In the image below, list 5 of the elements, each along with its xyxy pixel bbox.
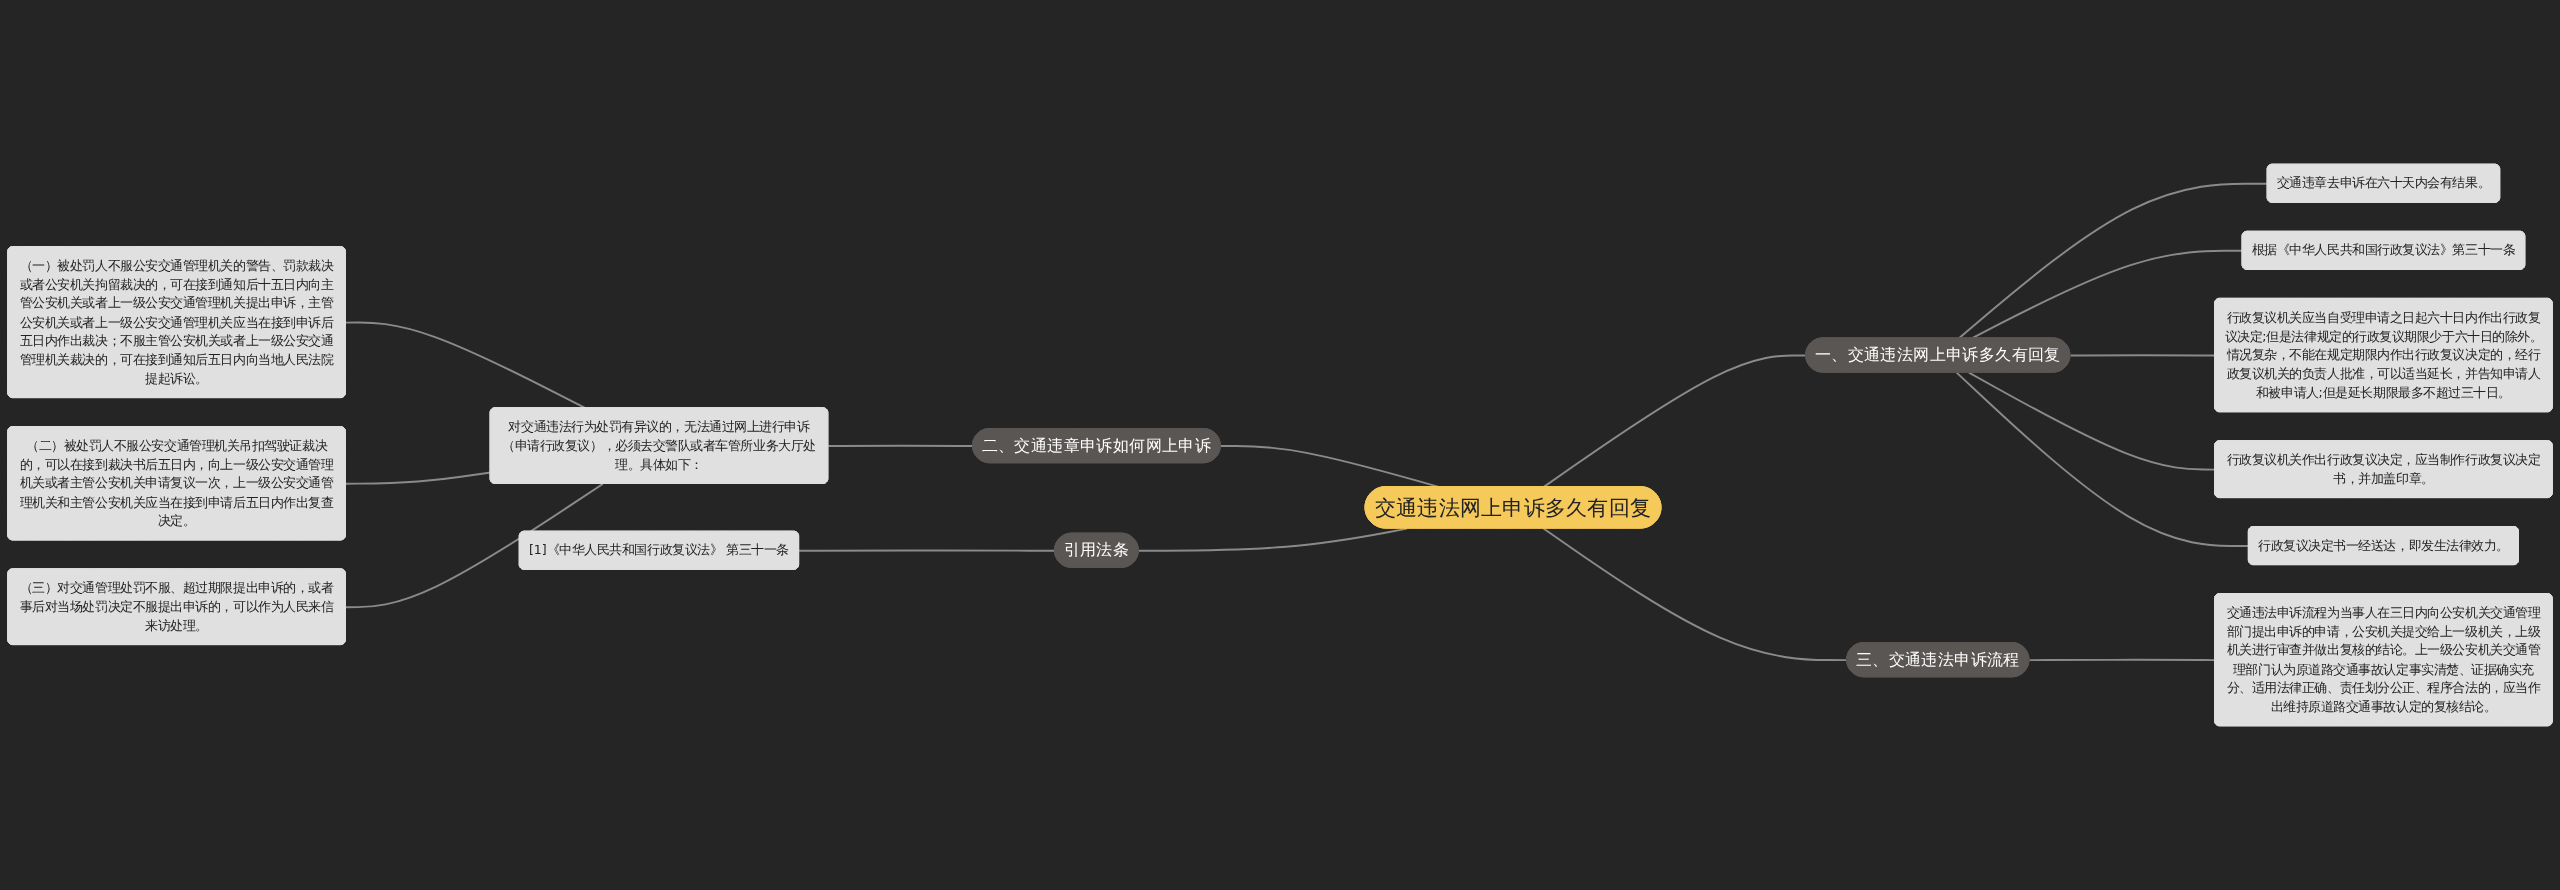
connector [344, 471, 492, 485]
connector [1955, 371, 2250, 548]
connector [798, 549, 1056, 552]
connector [827, 444, 974, 448]
connector [344, 483, 604, 609]
